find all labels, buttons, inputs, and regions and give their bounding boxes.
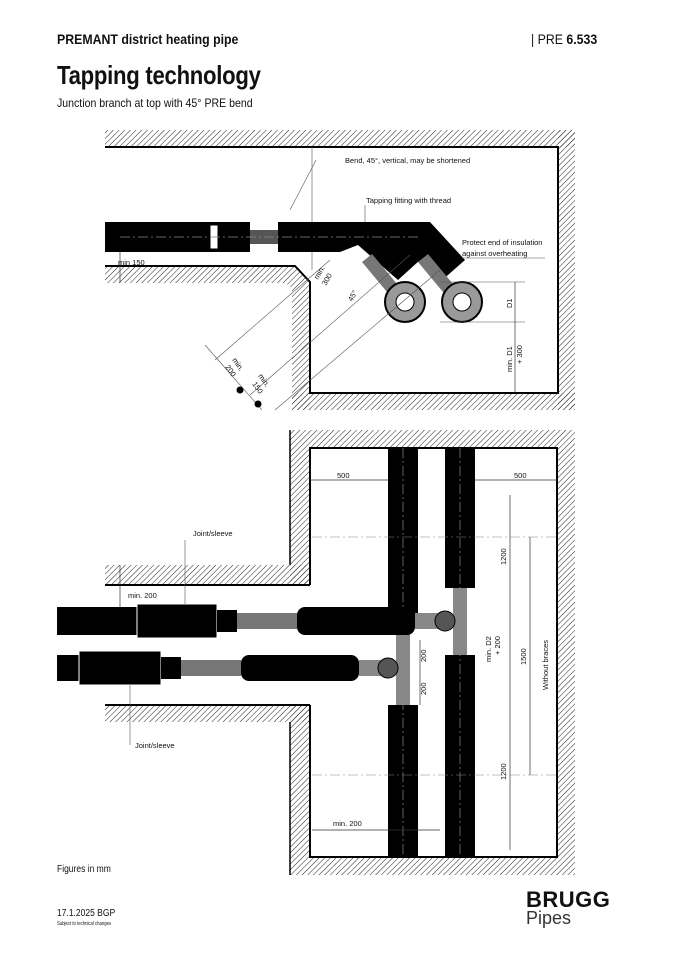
label-200-b: 200 [419, 682, 428, 695]
label-joint-bottom: Joint/sleeve [135, 741, 175, 750]
doc-number: 6.533 [566, 31, 598, 47]
label-min-d2-a: min. D2 [484, 636, 493, 662]
label-joint-top: Joint/sleeve [193, 529, 233, 538]
label-d1: D1 [505, 298, 514, 308]
label-without-braces: Without braces [541, 640, 550, 690]
label-protect-2: against overheating [462, 249, 527, 258]
floor-hatch [292, 393, 575, 410]
label-min-200-bottom: min. 200 [333, 819, 362, 828]
ceiling-hatch [105, 130, 575, 147]
label-500-left: 500 [337, 471, 350, 480]
brand-logo: BRUGG [526, 887, 611, 912]
sleeve-1 [136, 603, 218, 639]
label-bend: Bend, 45°, vertical, may be shortened [345, 156, 470, 165]
chamber-outline [105, 146, 559, 394]
top-drawing: Bend, 45°, vertical, may be shortened Ta… [105, 130, 575, 411]
label-min-d1-a: min. D1 [505, 346, 514, 372]
label-200-a: 200 [419, 649, 428, 662]
bend-1 [340, 222, 420, 280]
sleeve-2 [78, 650, 162, 686]
label-1500: 1500 [519, 648, 528, 665]
ledge-hatch [105, 266, 310, 410]
page-title: Tapping technology [57, 60, 261, 90]
corridor-top-hatch [105, 565, 310, 585]
label-1200-bottom: 1200 [499, 763, 508, 780]
brand-logo-sub: Pipes [526, 908, 572, 928]
label-min-d1-b: + 300 [515, 345, 524, 364]
corridor-bottom-hatch [105, 705, 310, 722]
right-wall-hatch [558, 130, 575, 410]
label-fitting: Tapping fitting with thread [366, 196, 451, 205]
document-number: | PRE 6.533 [531, 31, 598, 47]
label-min-150-top: min 150 [118, 258, 145, 267]
disclaimer: Subject to technical changes [57, 921, 112, 927]
date-author: 17.1.2025 BGP [57, 908, 116, 919]
label-min-d2-b: + 200 [493, 636, 502, 655]
product-name: PREMANT district heating pipe [57, 31, 239, 47]
horizontal-pipe-1 [57, 607, 137, 635]
units-note: Figures in mm [57, 864, 111, 875]
bottom-drawing: 500 500 Joint/sleeve Joint/sleeve min. 2… [57, 430, 575, 875]
label-1200-top: 1200 [499, 548, 508, 565]
horizontal-pipe-2 [57, 655, 79, 681]
chamber-inner [309, 447, 558, 858]
label-protect-1: Protect end of insulation [462, 238, 542, 247]
label-min-200-side: min. 200 [128, 591, 157, 600]
label-500-right: 500 [514, 471, 527, 480]
doc-prefix: PRE [537, 31, 563, 47]
page-subtitle: Junction branch at top with 45° PRE bend [57, 96, 253, 110]
